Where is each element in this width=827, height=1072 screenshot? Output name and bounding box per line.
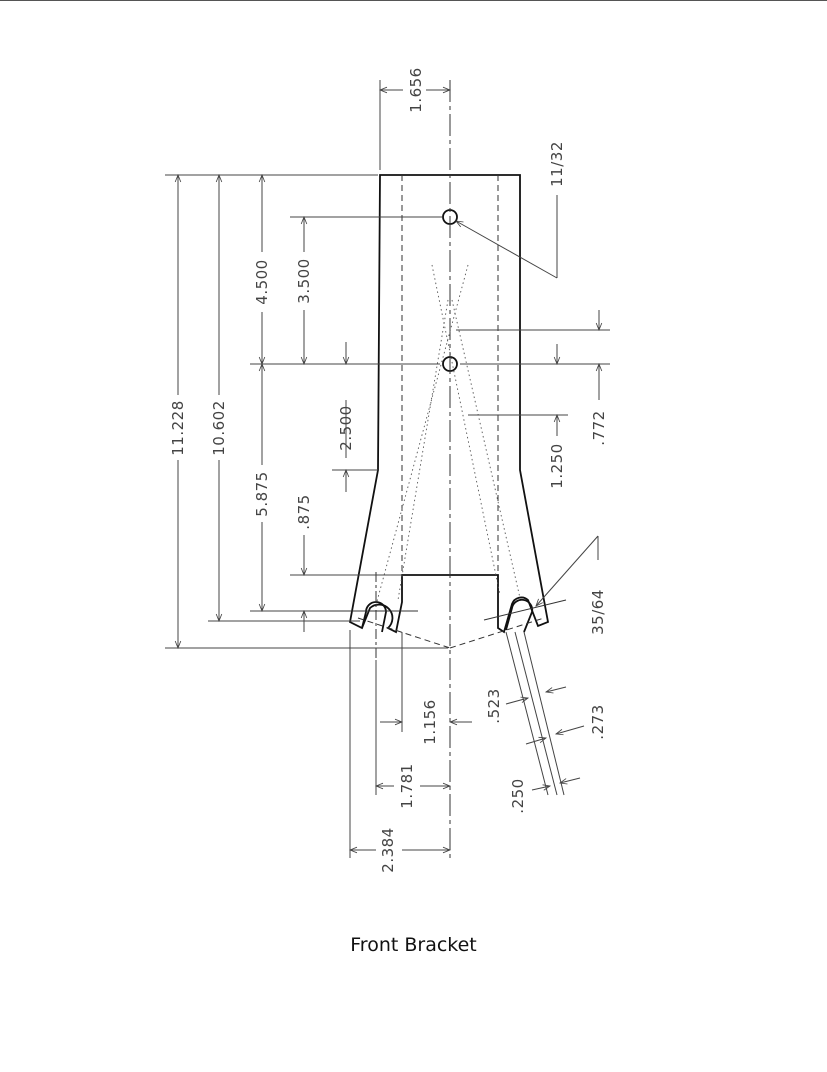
slot-center-marks — [330, 572, 567, 660]
dim-hole-to-taper: 2.500 — [337, 405, 355, 450]
dim-side-offset: .772 — [590, 410, 608, 445]
dim-slot-depth: .875 — [295, 494, 313, 529]
dim-upper-span: 4.500 — [253, 259, 271, 304]
dim-half-width-slot: 1.781 — [398, 763, 416, 808]
dim-slot-gap: .250 — [509, 778, 527, 813]
dim-hole-spacing: 3.500 — [295, 258, 313, 303]
dim-inner-offset: 1.250 — [548, 443, 566, 488]
dim-lower-span: 5.875 — [253, 471, 271, 516]
dim-top-width: 1.656 — [407, 67, 425, 112]
dim-half-width-outer: 2.384 — [379, 827, 397, 872]
dim-hole-diameter: 11/32 — [548, 141, 566, 187]
dim-slot-spacing: .273 — [589, 704, 607, 739]
dim-slot-width: .523 — [485, 688, 503, 723]
dim-half-width-inner: 1.156 — [421, 699, 439, 744]
right-slot — [505, 598, 534, 633]
dim-length-to-slot: 10.602 — [210, 400, 228, 456]
dim-overall-length: 11.228 — [169, 400, 187, 456]
hidden-lines — [357, 175, 545, 649]
left-slot — [361, 601, 387, 633]
drawing-caption: Front Bracket — [350, 934, 477, 956]
dotted-construction-lines — [375, 264, 521, 606]
dim-slot-radius: 35/64 — [589, 589, 607, 635]
page-top-border — [0, 0, 827, 1]
dimension-lines — [165, 80, 610, 858]
bracket-outline — [348, 174, 550, 634]
